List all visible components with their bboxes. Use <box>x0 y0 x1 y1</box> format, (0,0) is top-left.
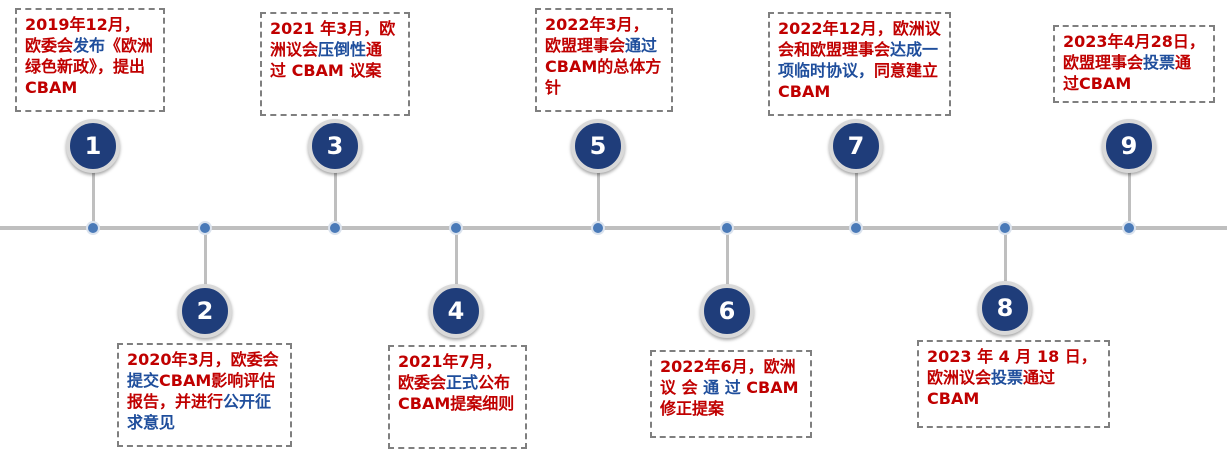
timeline-dot <box>1122 221 1136 235</box>
timeline-dot <box>998 221 1012 235</box>
timeline-dot <box>449 221 463 235</box>
event-note-8: 2023 年 4 月 18 日，欧洲议会投票通过CBAM <box>917 340 1110 428</box>
event-text: 通过CBAM <box>1063 53 1192 93</box>
connector-line <box>1003 228 1007 308</box>
connector-line <box>333 146 337 228</box>
connector-line <box>203 228 207 311</box>
connector-line <box>725 228 729 311</box>
connector-line <box>1127 146 1131 228</box>
highlight-text: 发布 <box>73 36 106 55</box>
event-text: 2020年3月，欧委会 <box>127 350 279 369</box>
connector-line <box>91 146 95 228</box>
event-text: 2022年12月，欧洲议会和欧盟理事会 <box>778 19 941 59</box>
step-badge-9: 9 <box>1102 119 1156 173</box>
highlight-text: 达成一项临时协议， <box>778 40 939 80</box>
event-text: 2019年12月，欧委会 <box>25 15 140 55</box>
event-text: 公布CBAM提案细则 <box>398 373 515 413</box>
event-text: 通过CBAM <box>927 368 1056 408</box>
step-badge-7: 7 <box>829 119 883 173</box>
connector-line <box>854 146 858 228</box>
event-note-1: 2019年12月，欧委会发布《欧洲绿色新政》，提出CBAM <box>15 8 165 112</box>
event-note-9: 2023年4月28日，欧盟理事会投票通过CBAM <box>1053 25 1215 103</box>
step-badge-8: 8 <box>978 281 1032 335</box>
event-note-4: 2021年7月，欧委会正式公布CBAM提案细则 <box>388 345 527 449</box>
event-note-3: 2021 年3月，欧洲议会压倒性通 过 CBAM 议案 <box>260 12 410 116</box>
event-text: CBAM修正提案 <box>660 378 799 418</box>
timeline-dot <box>720 221 734 235</box>
step-badge-6: 6 <box>700 284 754 338</box>
event-text: 2022年6月，欧洲 议 会 <box>660 357 796 397</box>
timeline-axis <box>0 226 1227 230</box>
step-badge-5: 5 <box>571 119 625 173</box>
event-text: 2023 年 4 月 18 日，欧洲议会 <box>927 347 1097 387</box>
event-text: CBAM的总体方针 <box>545 57 662 97</box>
timeline-dot <box>591 221 605 235</box>
timeline-dot <box>849 221 863 235</box>
highlight-text: 提交 <box>127 371 160 390</box>
timeline-dot <box>328 221 342 235</box>
event-text: 2022年3月，欧盟理事会 <box>545 15 649 55</box>
connector-line <box>596 146 600 228</box>
highlight-text: 正式 <box>446 373 479 392</box>
event-text: 通 过 CBAM 议案 <box>270 40 383 80</box>
highlight-text: 投票 <box>1143 53 1176 72</box>
event-note-6: 2022年6月，欧洲 议 会 通 过 CBAM修正提案 <box>650 350 812 438</box>
event-text: CBAM影响评估报告，并进行 <box>127 371 276 411</box>
event-text: 2021年7月，欧委会 <box>398 352 502 392</box>
step-badge-3: 3 <box>308 119 362 173</box>
highlight-text: 通 过 <box>703 378 741 397</box>
highlight-text: 压倒性 <box>318 40 367 59</box>
event-text: 同意建立CBAM <box>778 61 939 101</box>
highlight-text: 公开征求意见 <box>127 392 272 432</box>
event-text: 2023年4月28日，欧盟理事会 <box>1063 32 1205 72</box>
event-note-5: 2022年3月，欧盟理事会通过 CBAM的总体方针 <box>535 8 673 112</box>
event-note-2: 2020年3月，欧委会提交CBAM影响评估报告，并进行公开征求意见 <box>117 343 292 447</box>
event-text: 《欧洲绿色新政》，提出CBAM <box>25 36 154 97</box>
step-badge-4: 4 <box>429 284 483 338</box>
connector-line <box>454 228 458 311</box>
timeline-dot <box>86 221 100 235</box>
step-badge-2: 2 <box>178 284 232 338</box>
event-text: 2021 年3月，欧洲议会 <box>270 19 396 59</box>
timeline-dot <box>198 221 212 235</box>
step-badge-1: 1 <box>66 119 120 173</box>
event-note-7: 2022年12月，欧洲议会和欧盟理事会达成一项临时协议，同意建立CBAM <box>768 12 951 116</box>
highlight-text: 通过 <box>625 36 658 55</box>
highlight-text: 投票 <box>991 368 1024 387</box>
